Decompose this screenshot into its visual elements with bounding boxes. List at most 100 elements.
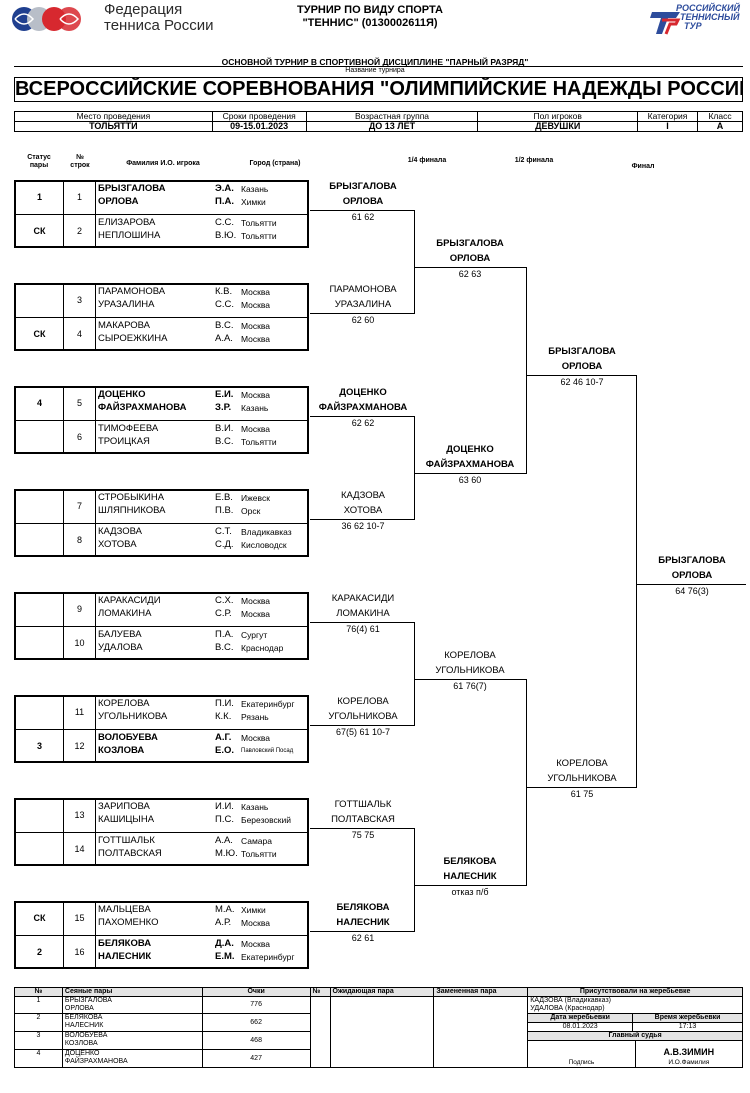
bracket-line xyxy=(414,622,415,726)
bracket-line xyxy=(636,584,746,585)
player-city: Ижевск xyxy=(241,493,270,503)
bracket-line xyxy=(636,375,637,788)
bracket-line xyxy=(414,210,415,314)
winner-name: ОРЛОВА xyxy=(561,361,603,372)
draw-group-box xyxy=(14,592,309,660)
ftr-logo xyxy=(12,4,92,34)
player-name: ДОЦЕНКО xyxy=(98,389,146,400)
player-initials: Е.М. xyxy=(215,951,235,962)
seed-row-points: 427 xyxy=(201,1049,311,1068)
pair-row-no: 4 xyxy=(64,317,96,351)
seeds-hdr-points: Очки xyxy=(201,987,311,997)
player-name: ХОТОВА xyxy=(98,539,137,550)
player-initials: П.А. xyxy=(215,629,234,640)
col-row-no: № строк xyxy=(70,154,90,169)
meta-value-category: I xyxy=(637,121,699,132)
bracket-line xyxy=(526,267,527,474)
player-initials: В.И. xyxy=(215,423,234,434)
pair-row-no: 15 xyxy=(64,901,96,935)
federation-name: Федерация тенниса России xyxy=(104,2,213,34)
player-initials: В.Ю. xyxy=(215,230,237,241)
winner-name: ДОЦЕНКО xyxy=(339,387,387,398)
player-city: Орск xyxy=(241,506,261,516)
meta-label-age: Возрастная группа xyxy=(305,111,479,122)
winner-name: КОРЕЛОВА xyxy=(337,696,389,707)
winner-name: БРЫЗГАЛОВА xyxy=(658,555,726,566)
player-initials: Е.И. xyxy=(215,389,234,400)
player-name: БРЫЗГАЛОВА xyxy=(98,183,166,194)
seed-row-points: 468 xyxy=(201,1031,311,1050)
winner-name: НАЛЕСНИК xyxy=(443,871,497,882)
match-score: 62 62 xyxy=(351,418,375,428)
player-city: Москва xyxy=(241,390,271,400)
pair-row-no: 10 xyxy=(64,626,96,660)
section-title: ОСНОВНОЙ ТУРНИР В СПОРТИВНОЙ ДИСЦИПЛИНЕ … xyxy=(221,57,529,67)
alt-hdr-replaced: Замененная пара xyxy=(433,987,529,997)
player-name: ПОЛТАВСКАЯ xyxy=(98,848,162,859)
winner-name: БЕЛЯКОВА xyxy=(336,902,390,913)
player-city: Казань xyxy=(241,184,269,194)
player-initials: П.А. xyxy=(215,196,234,207)
rtt-line2: ТЕННИСНЫЙ xyxy=(680,12,740,22)
winner-name: ГОТТШАЛЬК xyxy=(334,799,392,810)
bracket-line xyxy=(310,210,414,211)
meta-table: Место проведения Сроки проведения Возрас… xyxy=(14,111,743,132)
federation-line2: тенниса России xyxy=(104,17,214,34)
pair-divider xyxy=(16,214,307,215)
match-score: 76(4) 61 xyxy=(346,624,380,634)
player-initials: А.Р. xyxy=(215,917,232,928)
player-city: Сургут xyxy=(241,630,268,640)
col-status: Статус пары xyxy=(27,154,51,169)
winner-name: БРЫЗГАЛОВА xyxy=(436,238,504,249)
alt-hdr-no: № xyxy=(309,987,331,997)
present-label: Присутствовали на жеребьевке xyxy=(527,987,743,997)
player-name: ГОТТШАЛЬК xyxy=(98,835,155,846)
player-city: Самара xyxy=(241,836,272,846)
player-name: СЫРОЕЖКИНА xyxy=(98,333,168,344)
player-city: Москва xyxy=(241,300,271,310)
seed-row-no: 1 xyxy=(14,996,63,1014)
pair-row-no: 2 xyxy=(64,214,96,248)
player-name: ПАХОМЕНКО xyxy=(98,917,159,928)
player-city: Москва xyxy=(241,424,271,434)
player-city: Екатеринбург xyxy=(241,952,295,962)
seed-row-no: 4 xyxy=(14,1049,63,1068)
player-initials: В.С. xyxy=(215,642,234,653)
match-score: 62 61 xyxy=(351,933,375,943)
pair-row-no: 13 xyxy=(64,798,96,832)
player-initials: С.Д. xyxy=(215,539,234,550)
player-city: Екатеринбург xyxy=(241,699,295,709)
bracket-line xyxy=(310,519,414,520)
tournament-name: ВСЕРОССИЙСКИЕ СОРЕВНОВАНИЯ "ОЛИМПИЙСКИЕ … xyxy=(14,77,743,102)
winner-name: УРАЗАЛИНА xyxy=(334,299,392,310)
player-name: ЗАРИПОВА xyxy=(98,801,150,812)
player-initials: А.А. xyxy=(215,333,233,344)
pair-status xyxy=(16,420,64,454)
player-name: КАШИЦЫНА xyxy=(98,814,155,825)
bracket-line xyxy=(526,679,527,886)
winner-name: КОРЕЛОВА xyxy=(556,758,608,769)
player-initials: С.Р. xyxy=(215,608,232,619)
pair-row-no: 9 xyxy=(64,592,96,626)
player-name: ЕЛИЗАРОВА xyxy=(98,217,156,228)
player-initials: Е.В. xyxy=(215,492,233,503)
seed-row-no: 2 xyxy=(14,1013,63,1032)
winner-name: УГОЛЬНИКОВА xyxy=(328,711,398,722)
pair-row-no: 16 xyxy=(64,935,96,969)
pair-status xyxy=(16,283,64,317)
bracket-line xyxy=(414,473,526,474)
winner-name: ФАЙЗРАХМАНОВА xyxy=(318,402,408,413)
player-initials: Д.А. xyxy=(215,938,234,949)
player-name: ОРЛОВА xyxy=(98,196,139,207)
draw-group-box xyxy=(14,386,309,454)
seed-row-no: 3 xyxy=(14,1031,63,1050)
winner-name: ХОТОВА xyxy=(343,505,383,516)
player-city: Рязань xyxy=(241,712,269,722)
pair-row-no: 7 xyxy=(64,489,96,523)
match-score: 75 75 xyxy=(351,830,375,840)
winner-name: БРЫЗГАЛОВА xyxy=(548,346,616,357)
player-name: МАЛЬЦЕВА xyxy=(98,904,151,915)
pair-status: 1 xyxy=(16,180,64,214)
alt-hdr-waiting: Ожидающая пара xyxy=(329,987,435,997)
